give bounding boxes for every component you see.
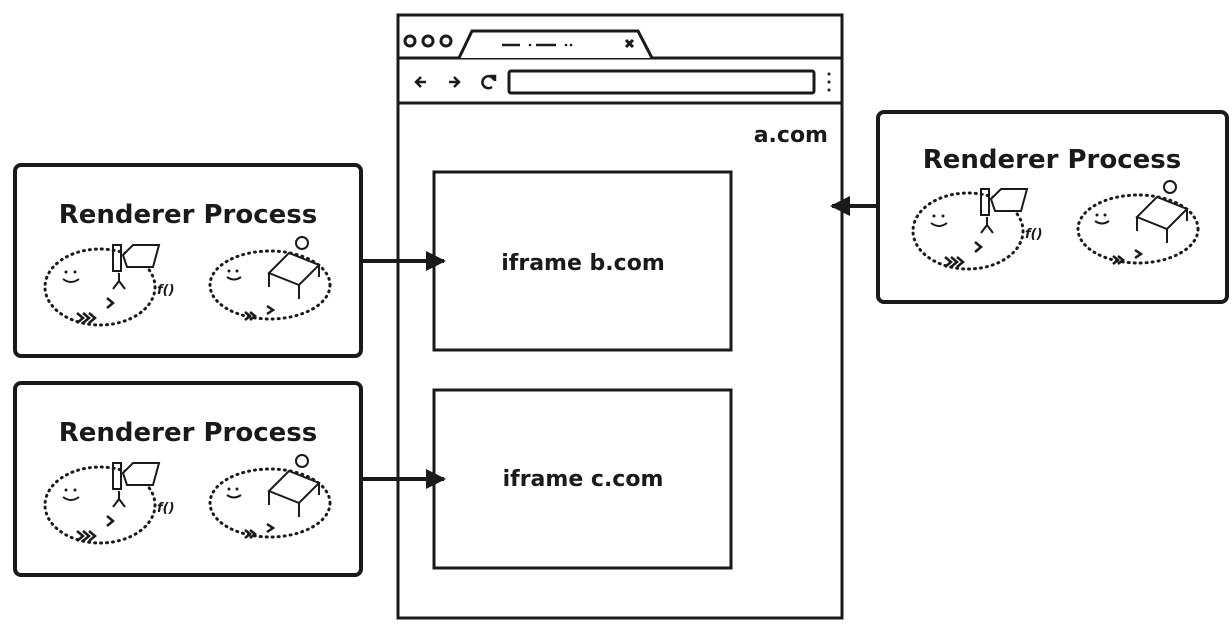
renderer-title: Renderer Process <box>923 145 1181 175</box>
iframe-label: iframe c.com <box>503 467 664 492</box>
menu-kebab-icon[interactable] <box>827 72 831 92</box>
renderer-process-a: Renderer Process <box>876 110 1229 304</box>
origin-label: a.com <box>754 123 828 148</box>
renderer-title: Renderer Process <box>59 418 317 448</box>
back-arrow-icon[interactable] <box>414 76 426 88</box>
iframe-label: iframe b.com <box>501 251 665 276</box>
iframe-b: iframe b.com <box>432 170 733 352</box>
window-control-dots[interactable] <box>403 34 453 48</box>
renderer-title: Renderer Process <box>59 200 317 230</box>
iframe-c: iframe c.com <box>432 388 733 570</box>
browser-tab[interactable] <box>457 29 654 59</box>
renderer-process-b: Renderer Process <box>13 163 363 358</box>
address-bar[interactable] <box>507 69 816 95</box>
renderer-process-c: Renderer Process <box>13 381 363 577</box>
reload-icon[interactable] <box>481 74 497 90</box>
forward-arrow-icon[interactable] <box>449 76 461 88</box>
tab-close-icon[interactable] <box>624 38 635 49</box>
